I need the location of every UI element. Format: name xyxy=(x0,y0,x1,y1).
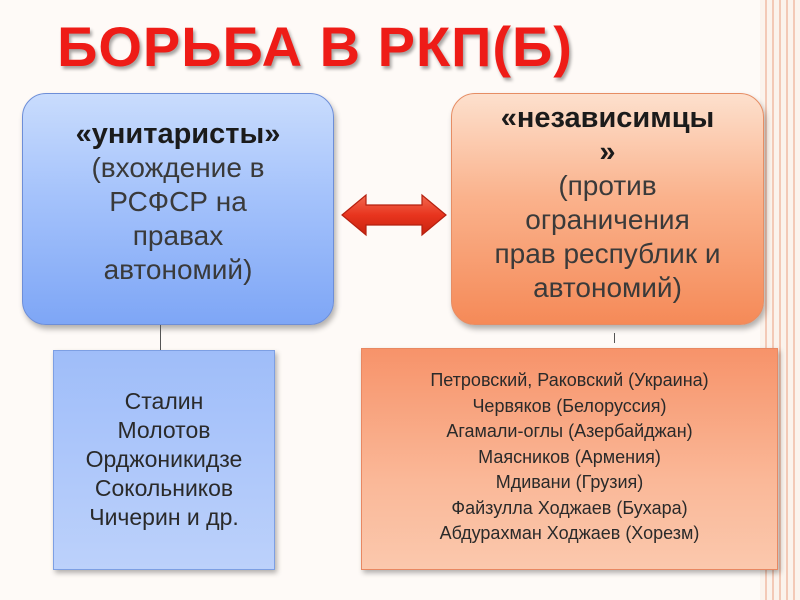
double-headed-arrow-icon xyxy=(341,193,447,237)
independents-description-line: ограничения xyxy=(525,204,690,235)
independents-box: «независимцы » (против ограничения прав … xyxy=(451,93,764,325)
independents-description-line: прав республик и xyxy=(494,238,721,269)
member-name: Червяков (Белоруссия) xyxy=(472,395,667,416)
member-name: Сталин xyxy=(124,388,204,414)
unitarists-description-line: РСФСР на xyxy=(109,186,247,217)
unitarists-description-line: (вхождение в xyxy=(91,152,265,183)
unitarists-connector xyxy=(160,325,161,350)
member-name: Файзулла Ходжаев (Бухара) xyxy=(451,497,688,518)
independents-heading: «независимцы » xyxy=(452,101,763,169)
member-name: Орджоникидзе xyxy=(85,446,243,472)
independents-description: (против ограничения прав республик и авт… xyxy=(452,169,763,305)
member-name: Чичерин и др. xyxy=(89,504,239,530)
independents-heading-line: «независимцы xyxy=(500,102,715,134)
unitarists-members-box: Сталин Молотов Орджоникидзе Сокольников … xyxy=(53,350,275,570)
member-name: Абдурахман Ходжаев (Хорезм) xyxy=(439,523,700,543)
independents-description-line: автономий) xyxy=(533,272,682,303)
member-name: Мдивани (Грузия) xyxy=(495,472,644,492)
member-name: Сокольников xyxy=(94,475,234,501)
slide-title: БОРЬБА В РКП(Б) xyxy=(57,15,573,78)
unitarists-heading: «унитаристы» xyxy=(75,118,281,150)
independents-heading-line: » xyxy=(599,136,616,168)
member-name: Агамали-оглы (Азербайджан) xyxy=(446,421,693,441)
member-name: Маясников (Армения) xyxy=(478,446,661,467)
unitarists-box: «унитаристы» (вхождение в РСФСР на права… xyxy=(22,93,334,325)
independents-members-box: Петровский, Раковский (Украина) Червяков… xyxy=(361,348,778,570)
independents-connector xyxy=(614,333,615,343)
unitarists-description-line: правах xyxy=(132,220,224,251)
unitarists-description-line: автономий) xyxy=(103,254,253,285)
independents-description-line: (против xyxy=(558,170,657,201)
unitarists-description: (вхождение в РСФСР на правах автономий) xyxy=(23,151,333,287)
member-name: Молотов xyxy=(117,417,211,443)
member-name: Петровский, Раковский (Украина) xyxy=(430,370,709,390)
